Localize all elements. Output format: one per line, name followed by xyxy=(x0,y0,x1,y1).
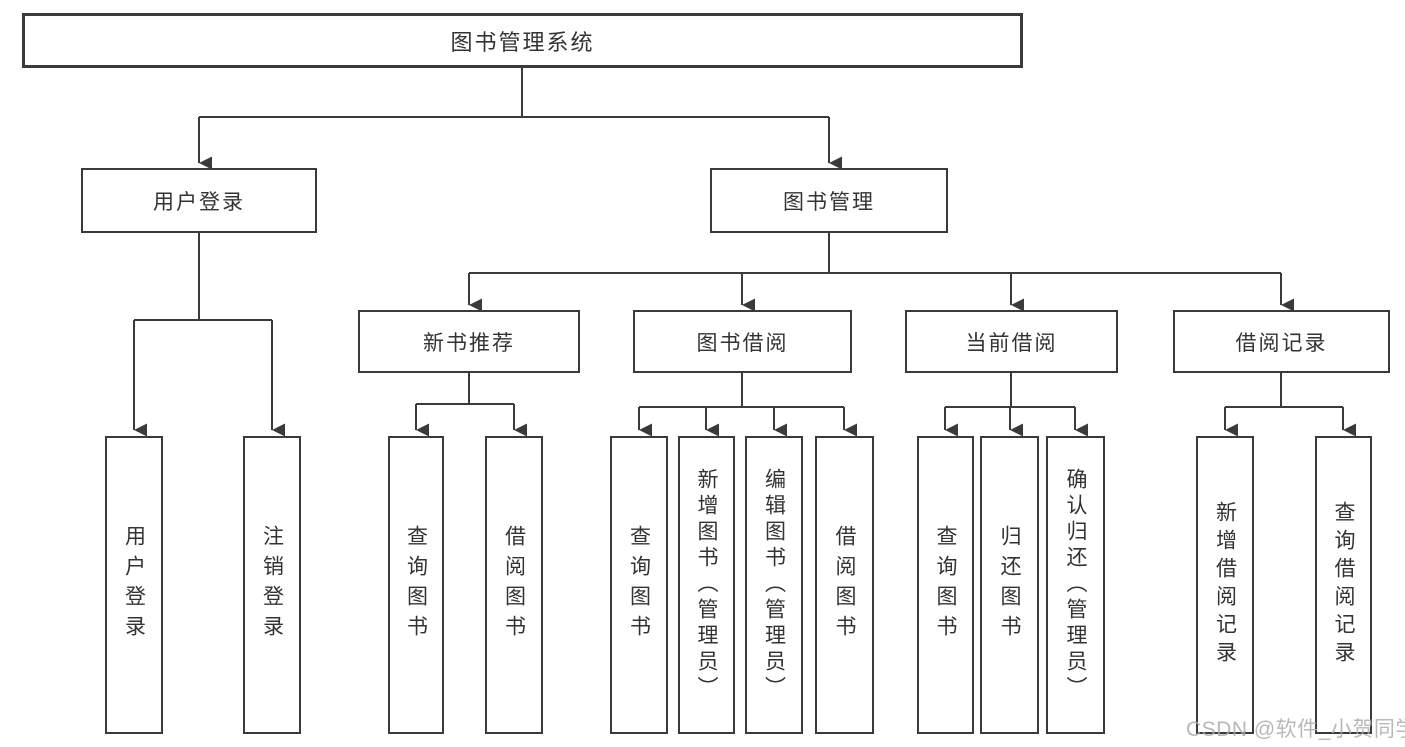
node-new-book-recommend: 新书推荐 xyxy=(358,310,580,373)
leaf-borrow-book-recommend: 借阅图书 xyxy=(485,436,543,734)
leaf-logout: 注销登录 xyxy=(243,436,301,734)
leaf-confirm-return-admin: 确认归还（管理员） xyxy=(1046,436,1105,734)
leaf-query-book-borrow: 查询图书 xyxy=(610,436,668,734)
node-book-management: 图书管理 xyxy=(710,168,948,233)
csdn-watermark: CSDN @软件_小贺同学 xyxy=(1186,718,1405,741)
leaf-query-book-current: 查询图书 xyxy=(917,436,974,734)
leaf-edit-book-admin: 编辑图书（管理员） xyxy=(745,436,803,734)
node-current-borrow: 当前借阅 xyxy=(905,310,1118,373)
leaf-query-book-recommend: 查询图书 xyxy=(388,436,444,734)
leaf-query-borrow-record: 查询借阅记录 xyxy=(1315,436,1372,734)
leaf-add-borrow-record: 新增借阅记录 xyxy=(1196,436,1254,734)
leaf-return-book: 归还图书 xyxy=(980,436,1039,734)
node-system-root: 图书管理系统 xyxy=(22,13,1023,68)
leaf-borrow-book: 借阅图书 xyxy=(815,436,874,734)
node-book-borrow: 图书借阅 xyxy=(633,310,852,373)
node-borrow-records: 借阅记录 xyxy=(1173,310,1390,373)
leaf-user-login: 用户登录 xyxy=(105,436,163,734)
node-user-login: 用户登录 xyxy=(81,168,317,233)
leaf-add-book-admin: 新增图书（管理员） xyxy=(678,436,735,734)
